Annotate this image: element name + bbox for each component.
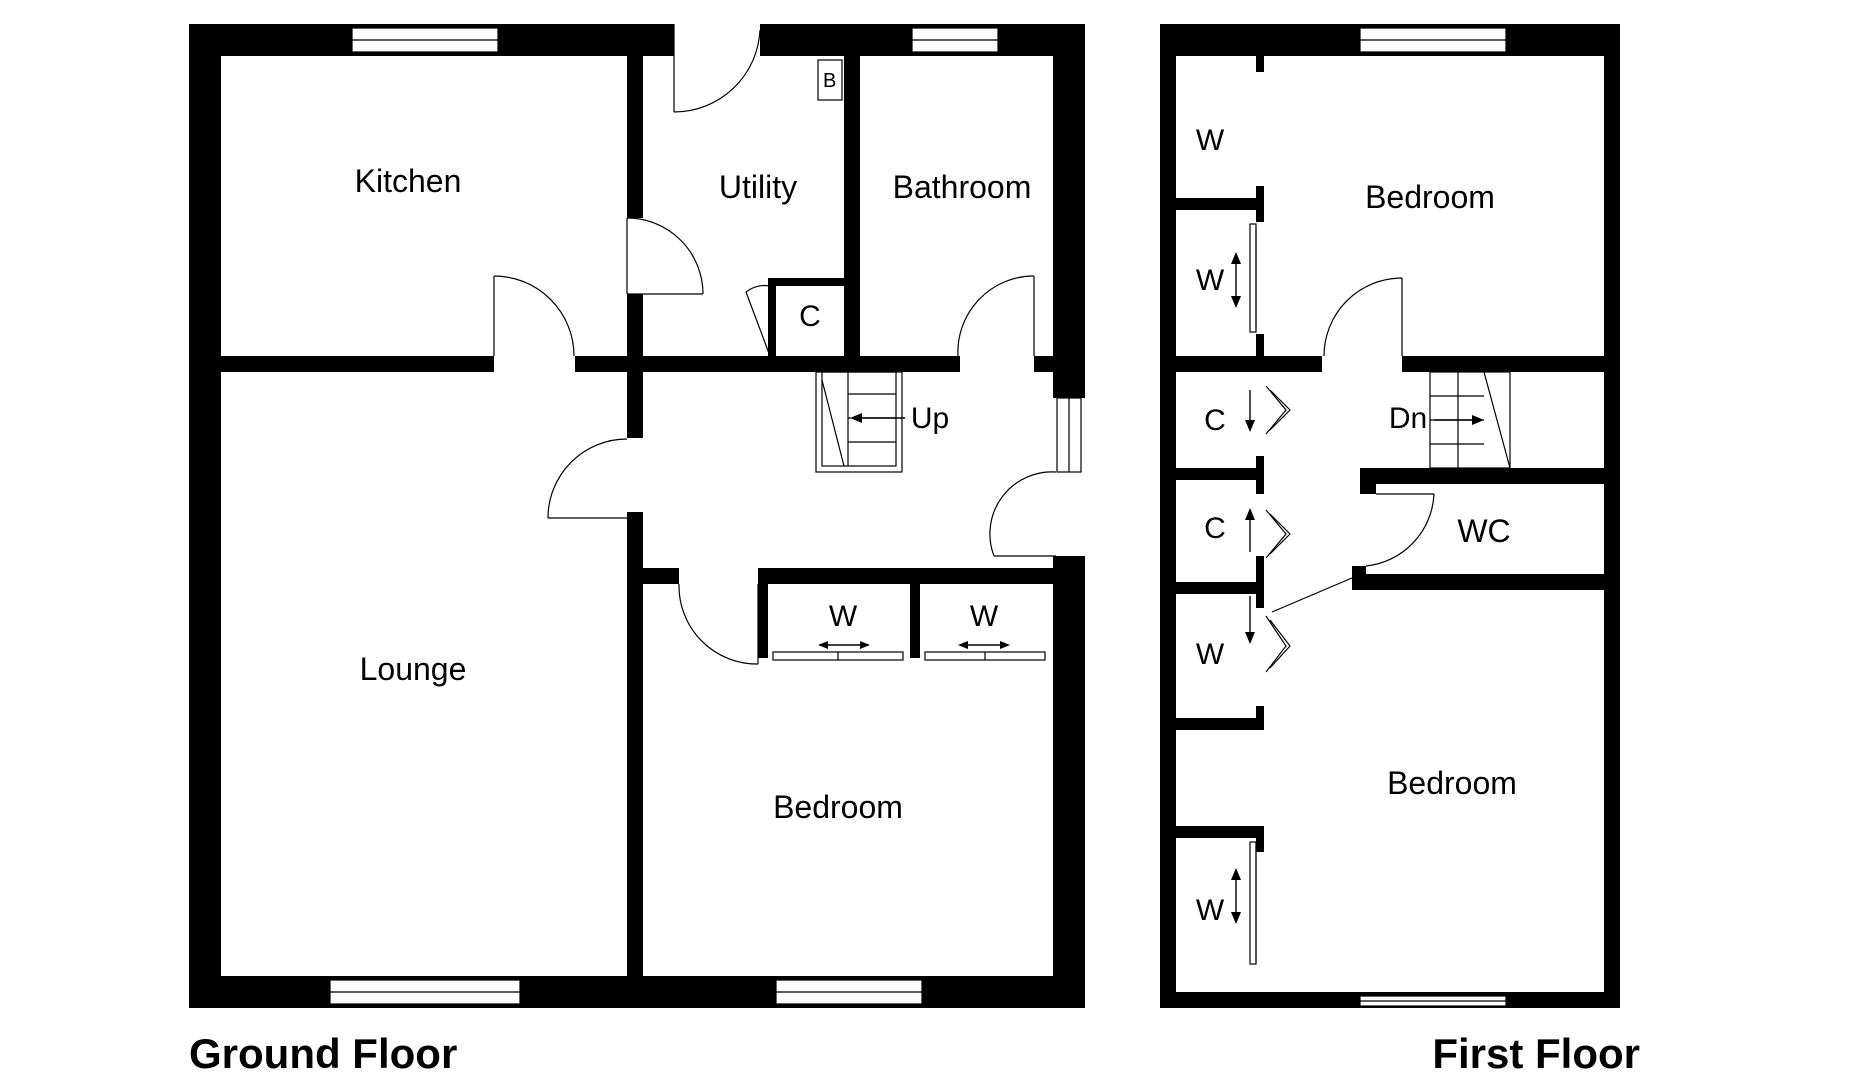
ground-wall-kitchen-utility — [627, 56, 643, 218]
ground-boiler-box — [817, 59, 843, 101]
ground-label-wardrobe-1: W — [829, 600, 858, 633]
first-wall-ward-right-4 — [1256, 456, 1264, 494]
ground-wall-kitchen-lounge — [221, 356, 494, 372]
first-wall-wc-bottom — [1352, 574, 1604, 590]
first-cupboard-2-arrow — [1245, 508, 1255, 552]
first-wall-wc-top — [1360, 468, 1604, 484]
first-wall-ward-right-2 — [1256, 186, 1264, 222]
first-wardrobe-3-arrow — [1245, 596, 1255, 644]
first-wall-cup-bottom — [1176, 582, 1264, 594]
first-wall-wc-stub — [1360, 468, 1376, 494]
ground-wall-cupboard-left — [768, 278, 776, 356]
first-door-wc[interactable] — [1365, 493, 1435, 567]
first-wardrobe-4-arrow — [1231, 868, 1241, 924]
ground-label-cupboard: C — [799, 300, 821, 333]
ground-wall-hall-bottom — [758, 568, 1058, 584]
ground-label-kitchen: Kitchen — [355, 163, 462, 199]
ground-label-utility: Utility — [719, 169, 797, 205]
first-wall-right — [1604, 24, 1620, 1008]
ground-door-bedroom[interactable] — [678, 583, 759, 665]
first-label-bedroom-bottom: Bedroom — [1387, 765, 1517, 801]
ground-wall-cupboard-top — [775, 278, 844, 286]
first-label-wc: WC — [1457, 513, 1510, 549]
first-wall-cup-div — [1176, 468, 1264, 480]
first-label-cupboard-2: C — [1204, 512, 1226, 545]
ground-wall-wardrobe-divider — [910, 584, 920, 658]
ground-door-lounge[interactable] — [547, 438, 628, 519]
first-stairs — [1429, 371, 1511, 469]
ground-label-wardrobe-2: W — [970, 600, 999, 633]
first-wall-ward-right-7 — [1256, 826, 1264, 852]
first-door-bedroom-bottom[interactable] — [1271, 577, 1353, 613]
ground-wall-right-upper — [1053, 24, 1085, 360]
ground-wardrobe-1-arrow — [818, 641, 870, 649]
first-door-bedroom-top[interactable] — [1323, 277, 1403, 357]
first-wall-ward-top — [1176, 198, 1264, 210]
ground-wall-left — [189, 24, 221, 1008]
ground-wall-hall-top-right — [1034, 356, 1056, 372]
first-wall-ward-right-3 — [1256, 334, 1264, 372]
first-door-cup-2[interactable] — [1265, 509, 1291, 559]
first-wall-mid-2 — [1402, 356, 1604, 372]
first-label-wardrobe-1: W — [1196, 124, 1225, 157]
ground-door-back[interactable] — [989, 471, 1057, 557]
first-wall-mid-1 — [1176, 356, 1322, 372]
ground-label-stairs-up: Up — [911, 402, 949, 435]
first-label-wardrobe-3: W — [1196, 638, 1225, 671]
first-wall-wc-corner — [1352, 566, 1366, 590]
ground-wall-hall-top — [640, 356, 960, 372]
first-floor-title: First Floor — [1432, 1030, 1640, 1077]
first-label-stairs-dn: Dn — [1389, 402, 1427, 435]
ground-wall-wardrobe-left — [758, 584, 768, 658]
ground-wall-utility-bath — [844, 56, 860, 368]
ground-wall-kitchen-utility-low — [627, 294, 643, 372]
ground-wall-hall-bottom-left — [643, 568, 679, 584]
first-door-ward-3[interactable] — [1265, 615, 1291, 673]
ground-floor-plan: B Kitchen Utility — [189, 24, 1085, 1077]
ground-label-bedroom: Bedroom — [773, 789, 903, 825]
first-wall-left — [1160, 24, 1176, 1008]
first-wardrobe-2-slider[interactable] — [1249, 223, 1257, 333]
ground-boiler-label: B — [823, 70, 836, 92]
first-wardrobe-4-slider[interactable] — [1249, 841, 1257, 965]
first-wall-ward-right-6 — [1256, 706, 1264, 730]
ground-wall-lounge-right-low — [627, 512, 643, 992]
ground-door-cupboard[interactable] — [745, 284, 771, 357]
ground-door-kitchen-utility[interactable] — [626, 217, 704, 295]
ground-floor-title: Ground Floor — [189, 1030, 457, 1077]
first-wall-ward-top2 — [1176, 826, 1264, 838]
ground-wall-lounge-right — [627, 372, 643, 438]
first-label-bedroom-top: Bedroom — [1365, 179, 1495, 215]
ground-wall-right-stub — [1053, 360, 1085, 398]
first-wall-ward-right-5 — [1256, 556, 1264, 608]
ground-label-lounge: Lounge — [360, 651, 467, 687]
first-floor-plan: Bedroom Bedroom WC W W C C W W Dn First … — [1160, 24, 1640, 1077]
first-label-wardrobe-2: W — [1196, 264, 1225, 297]
first-wardrobe-2-arrow — [1231, 252, 1241, 308]
ground-wardrobe-2-arrow — [958, 641, 1010, 649]
first-cupboard-1-arrow — [1245, 390, 1255, 432]
ground-door-bathroom[interactable] — [957, 275, 1035, 357]
ground-wall-right-lower — [1053, 556, 1085, 1008]
ground-label-bathroom: Bathroom — [893, 169, 1032, 205]
first-label-wardrobe-4: W — [1196, 894, 1225, 927]
first-wall-ward-bot — [1176, 718, 1264, 730]
ground-stairs — [815, 371, 905, 473]
first-label-cupboard-1: C — [1204, 404, 1226, 437]
first-wall-ward-right-1 — [1256, 56, 1264, 72]
ground-door-front[interactable] — [673, 24, 761, 113]
ground-door-kitchen-lounge[interactable] — [493, 275, 575, 357]
first-door-cup-1[interactable] — [1265, 385, 1291, 435]
